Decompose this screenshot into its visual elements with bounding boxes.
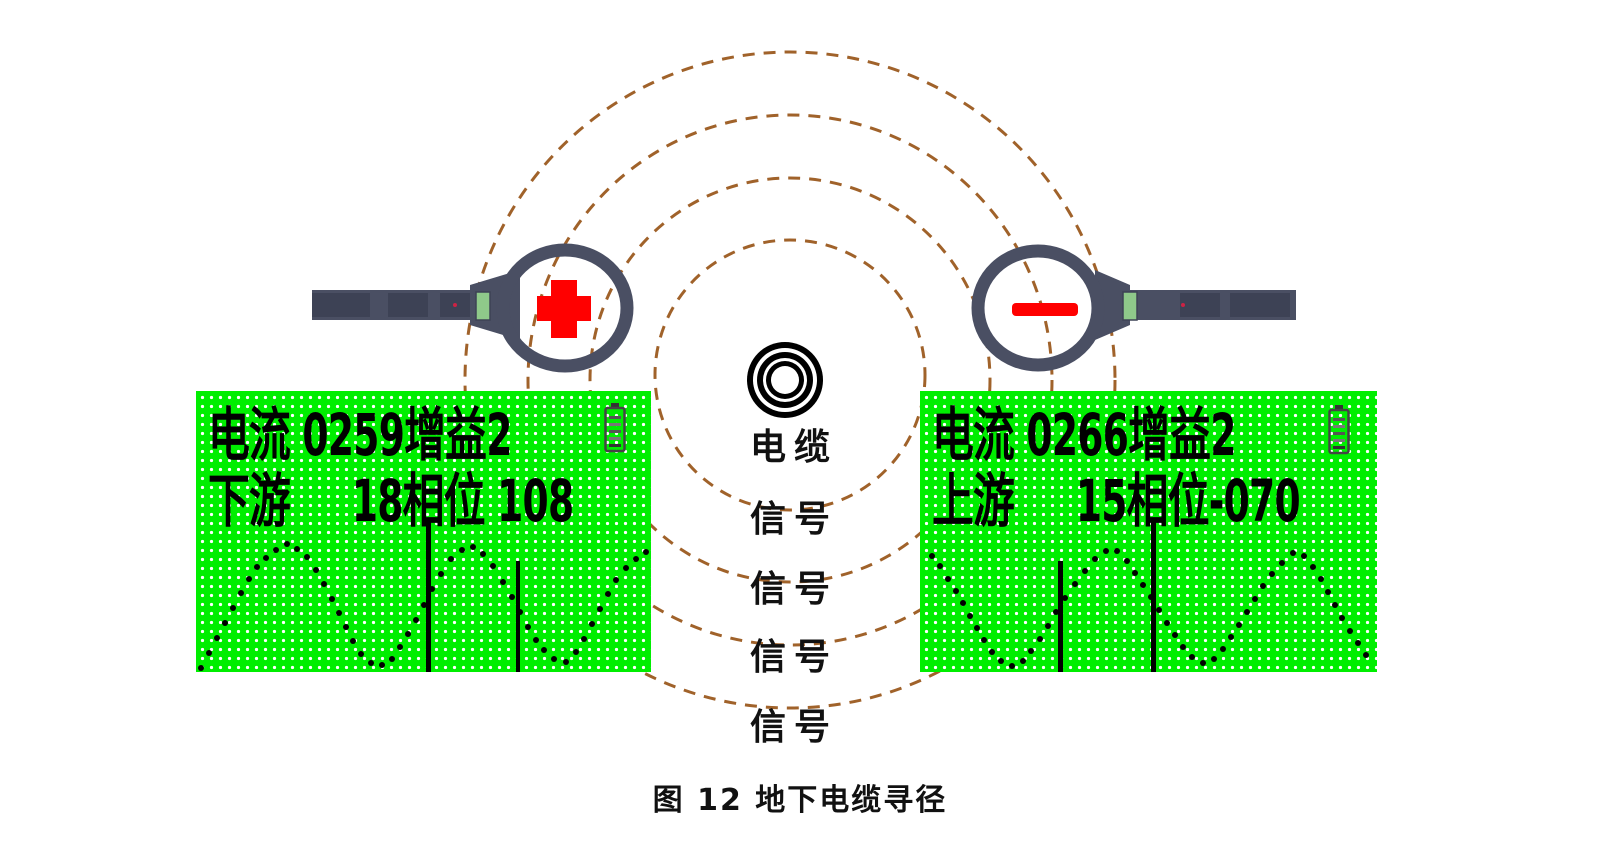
right-clamp-meter <box>971 244 1296 372</box>
signal-label-2: 信号 <box>750 569 839 610</box>
display-window-icon <box>1122 291 1138 321</box>
display-window-icon <box>475 291 491 321</box>
right-meter-screen: 电流 0266增益2 上游 15相位-070 <box>920 391 1377 672</box>
field-ring-2 <box>588 176 992 584</box>
right-screen-line1: 电流 0266增益2 <box>932 401 1236 469</box>
right-screen-line2: 上游 15相位-070 <box>932 467 1301 535</box>
left-clamp-meter <box>312 243 634 373</box>
left-waveform <box>198 521 649 672</box>
left-screen-line1: 电流 0259增益2 <box>208 401 512 469</box>
marker-bar <box>426 521 431 672</box>
figure-caption: 图 12 地下电缆寻径 <box>652 783 948 818</box>
cable-label: 电缆 <box>750 427 839 468</box>
marker-bar <box>1058 561 1063 672</box>
signal-label-4: 信号 <box>750 707 839 748</box>
battery-icon <box>604 403 626 453</box>
signal-label-1: 信号 <box>750 499 839 540</box>
left-screen-line2: 下游 18相位 108 <box>208 467 574 535</box>
cable-cross-section-icon <box>747 342 823 418</box>
plus-icon <box>537 280 591 338</box>
marker-bar <box>516 561 520 672</box>
field-ring-3 <box>526 113 1054 647</box>
minus-icon <box>1012 303 1078 316</box>
marker-bar <box>1151 521 1156 672</box>
field-ring-1 <box>653 238 927 512</box>
field-ring-4 <box>463 50 1117 710</box>
right-waveform <box>929 521 1369 672</box>
battery-icon <box>1328 405 1350 455</box>
signal-label-3: 信号 <box>750 637 839 678</box>
left-meter-screen: 电流 0259增益2 下游 18相位 108 <box>196 391 651 672</box>
